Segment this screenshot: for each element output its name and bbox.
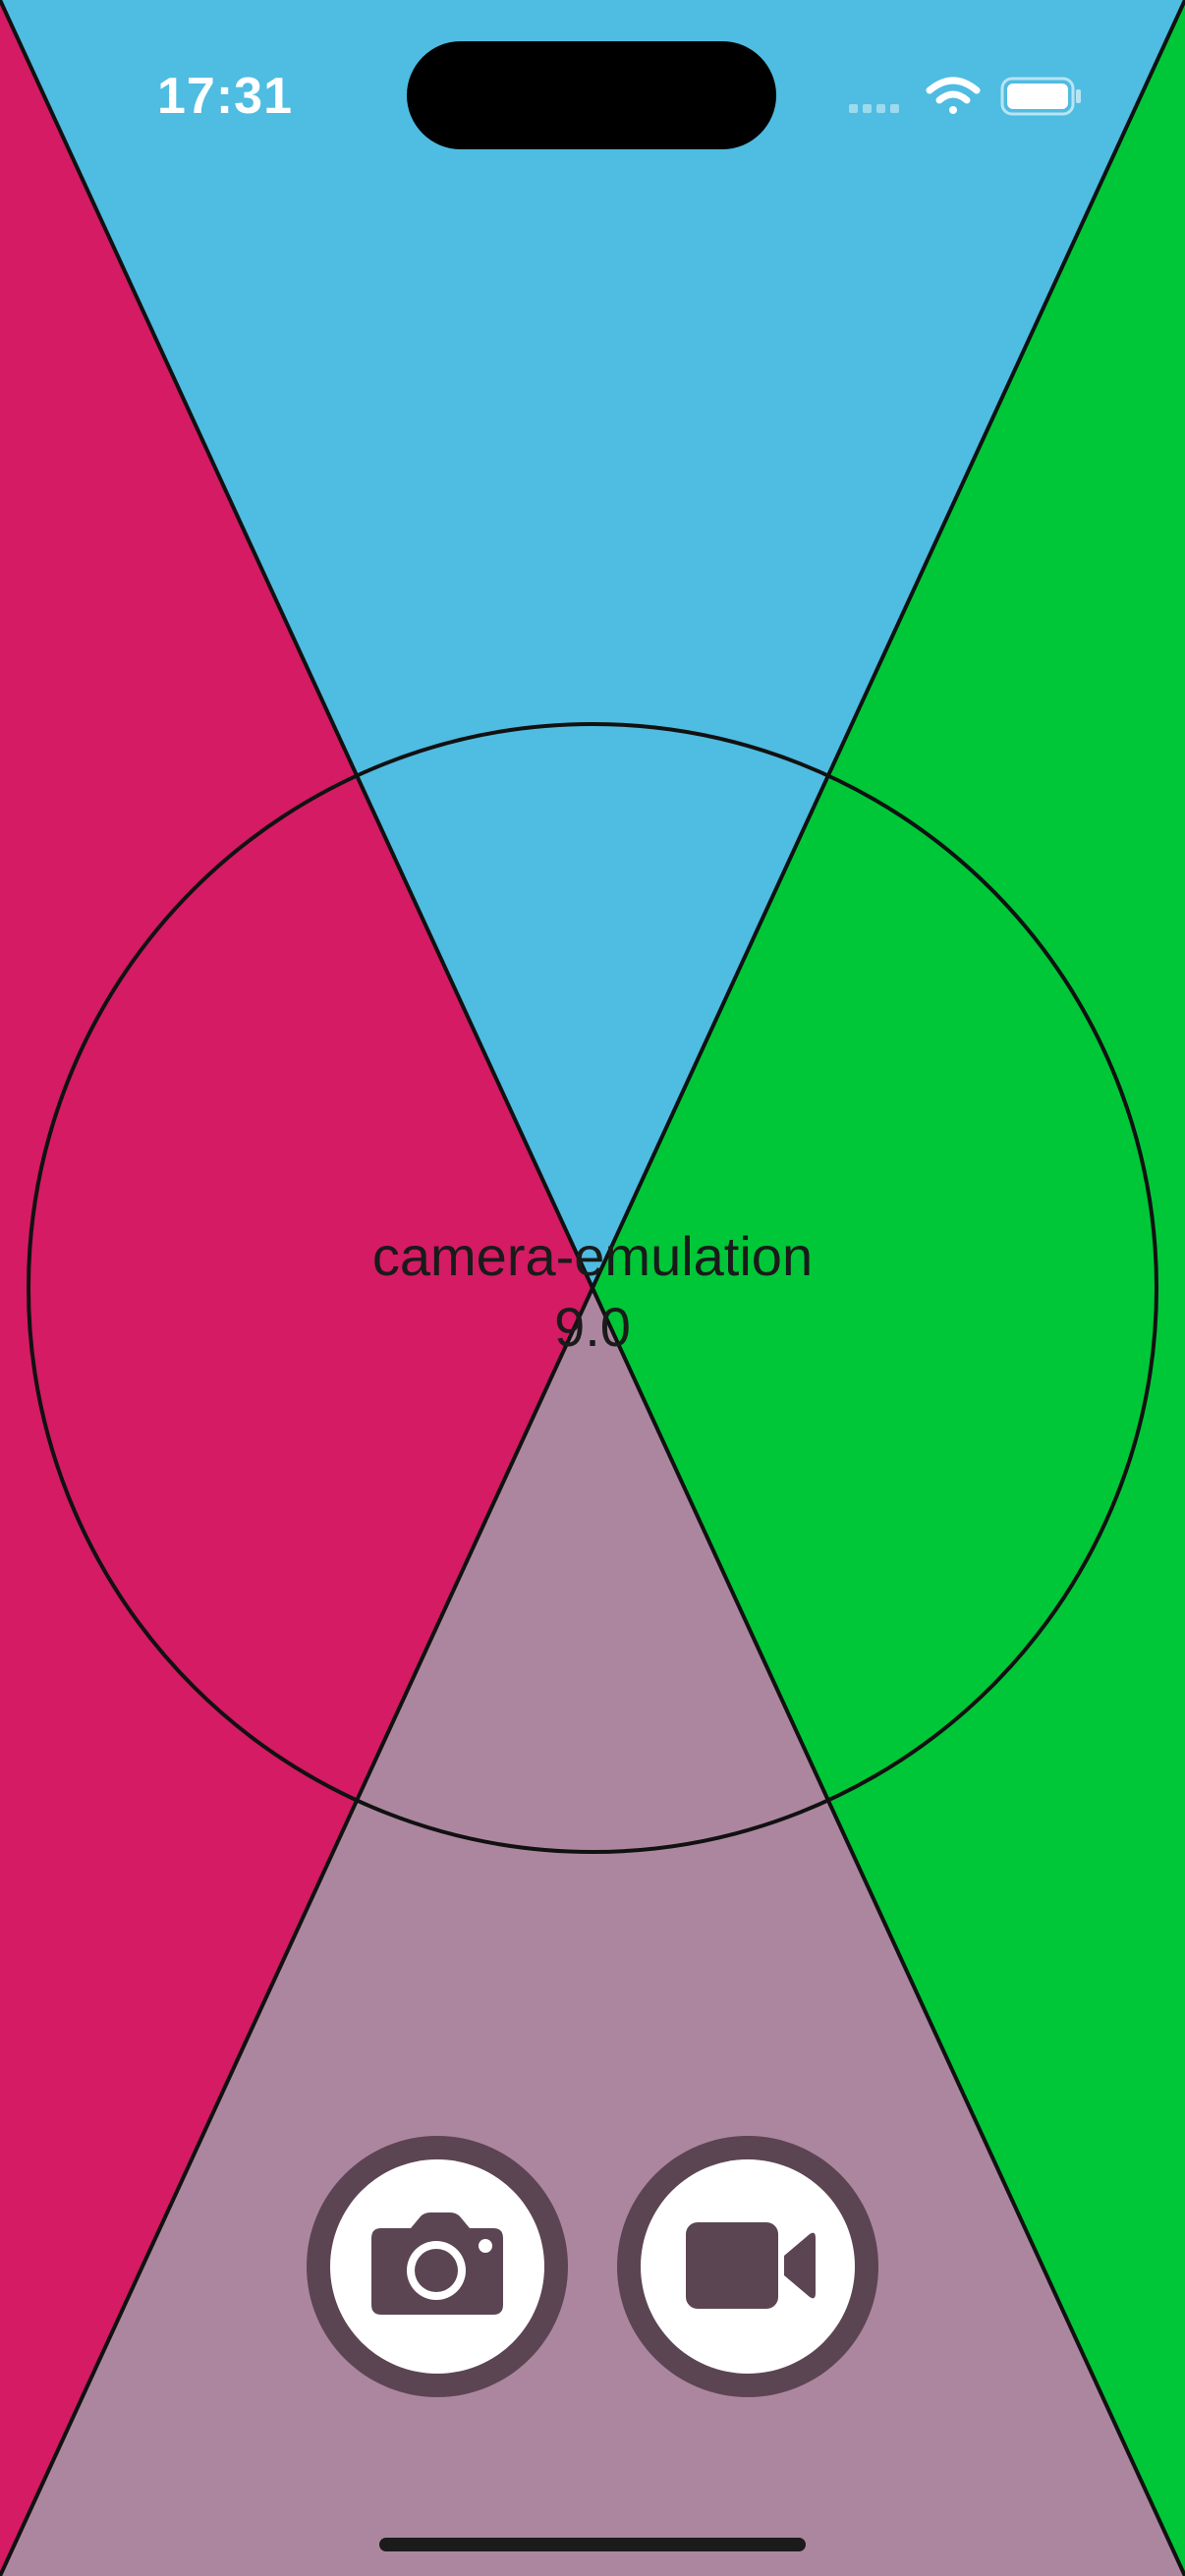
- photo-button-face[interactable]: [330, 2159, 544, 2374]
- top-triangle: [0, 0, 1185, 1288]
- video-button-face[interactable]: [641, 2159, 855, 2374]
- record-video-button[interactable]: [617, 2136, 878, 2397]
- wifi-icon: [926, 77, 981, 114]
- emulator-title: camera-emulation: [371, 1225, 814, 1287]
- status-time: 17:31: [157, 68, 293, 125]
- left-triangle: [0, 0, 592, 2576]
- camera-icon: [371, 2212, 503, 2315]
- take-photo-button[interactable]: [307, 2136, 568, 2397]
- battery-icon: [1000, 77, 1081, 116]
- home-indicator[interactable]: [379, 2538, 806, 2551]
- bottom-triangle: [0, 1288, 1185, 2576]
- emulator-version: 9.0: [554, 1296, 631, 1358]
- cellular-signal-icon: [849, 104, 899, 113]
- video-camera-icon: [686, 2222, 816, 2309]
- right-triangle: [592, 0, 1185, 2576]
- status-icons: [849, 77, 1081, 116]
- status-bar: 17:31: [0, 0, 1185, 196]
- dynamic-island: [407, 41, 776, 149]
- center-circle: [27, 722, 1158, 1854]
